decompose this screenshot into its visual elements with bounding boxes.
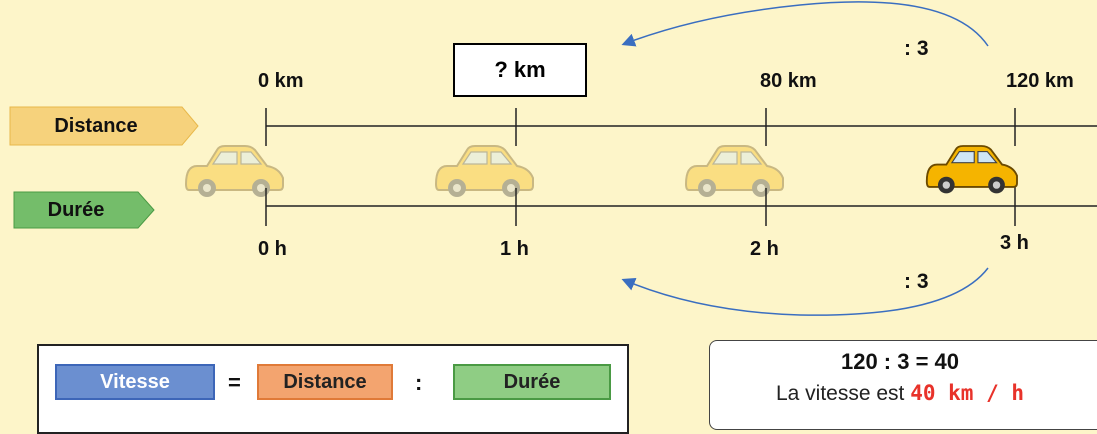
duree-tick-label: 0 h — [258, 238, 287, 260]
car-icon — [185, 145, 284, 198]
duree-label: Durée — [47, 198, 105, 221]
formula-equals: = — [228, 370, 241, 395]
diagram: Distance Durée 0 km ? km 80 km 120 km 0 … — [9, 1, 1097, 434]
car-icon — [435, 145, 534, 198]
diagram-graphics — [9, 1, 1097, 316]
car-icon — [685, 145, 784, 198]
distance-tick-label: 0 km — [258, 70, 304, 92]
bottom-divide-arrow — [621, 267, 989, 316]
distance-label-arrow — [9, 106, 199, 146]
result-speed: 40 km / h — [910, 381, 1025, 405]
formula-duree: Durée — [453, 364, 611, 400]
duree-tick-label: 3 h — [1000, 232, 1029, 254]
top-operator: : 3 — [904, 37, 929, 60]
duree-tick-label: 1 h — [500, 238, 529, 260]
result-box: 120 : 3 = 40 La vitesse est 40 km / h — [709, 340, 1097, 430]
duree-tick-label: 2 h — [750, 238, 779, 260]
bottom-operator: : 3 — [904, 270, 929, 293]
top-divide-arrow — [621, 1, 989, 47]
distance-label: Distance — [54, 114, 138, 137]
result-prefix: La vitesse est — [775, 382, 911, 405]
distance-tick-label: 80 km — [760, 70, 817, 92]
duree-tick-marks — [265, 175, 1016, 226]
formula-vitesse: Vitesse — [55, 364, 215, 400]
result-calculation: 120 : 3 = 40 — [840, 349, 960, 374]
car-icon — [925, 145, 1018, 195]
duree-label-arrow — [13, 191, 155, 229]
distance-tick-label: 120 km — [1006, 70, 1074, 92]
formula-distance: Distance — [257, 364, 393, 400]
formula-box: Vitesse = Distance : Durée — [37, 344, 629, 434]
formula-divide: : — [415, 370, 423, 395]
distance-tick-marks — [265, 108, 1016, 146]
result-sentence: La vitesse est 40 km / h — [710, 381, 1090, 406]
question-box: ? km — [453, 43, 587, 97]
